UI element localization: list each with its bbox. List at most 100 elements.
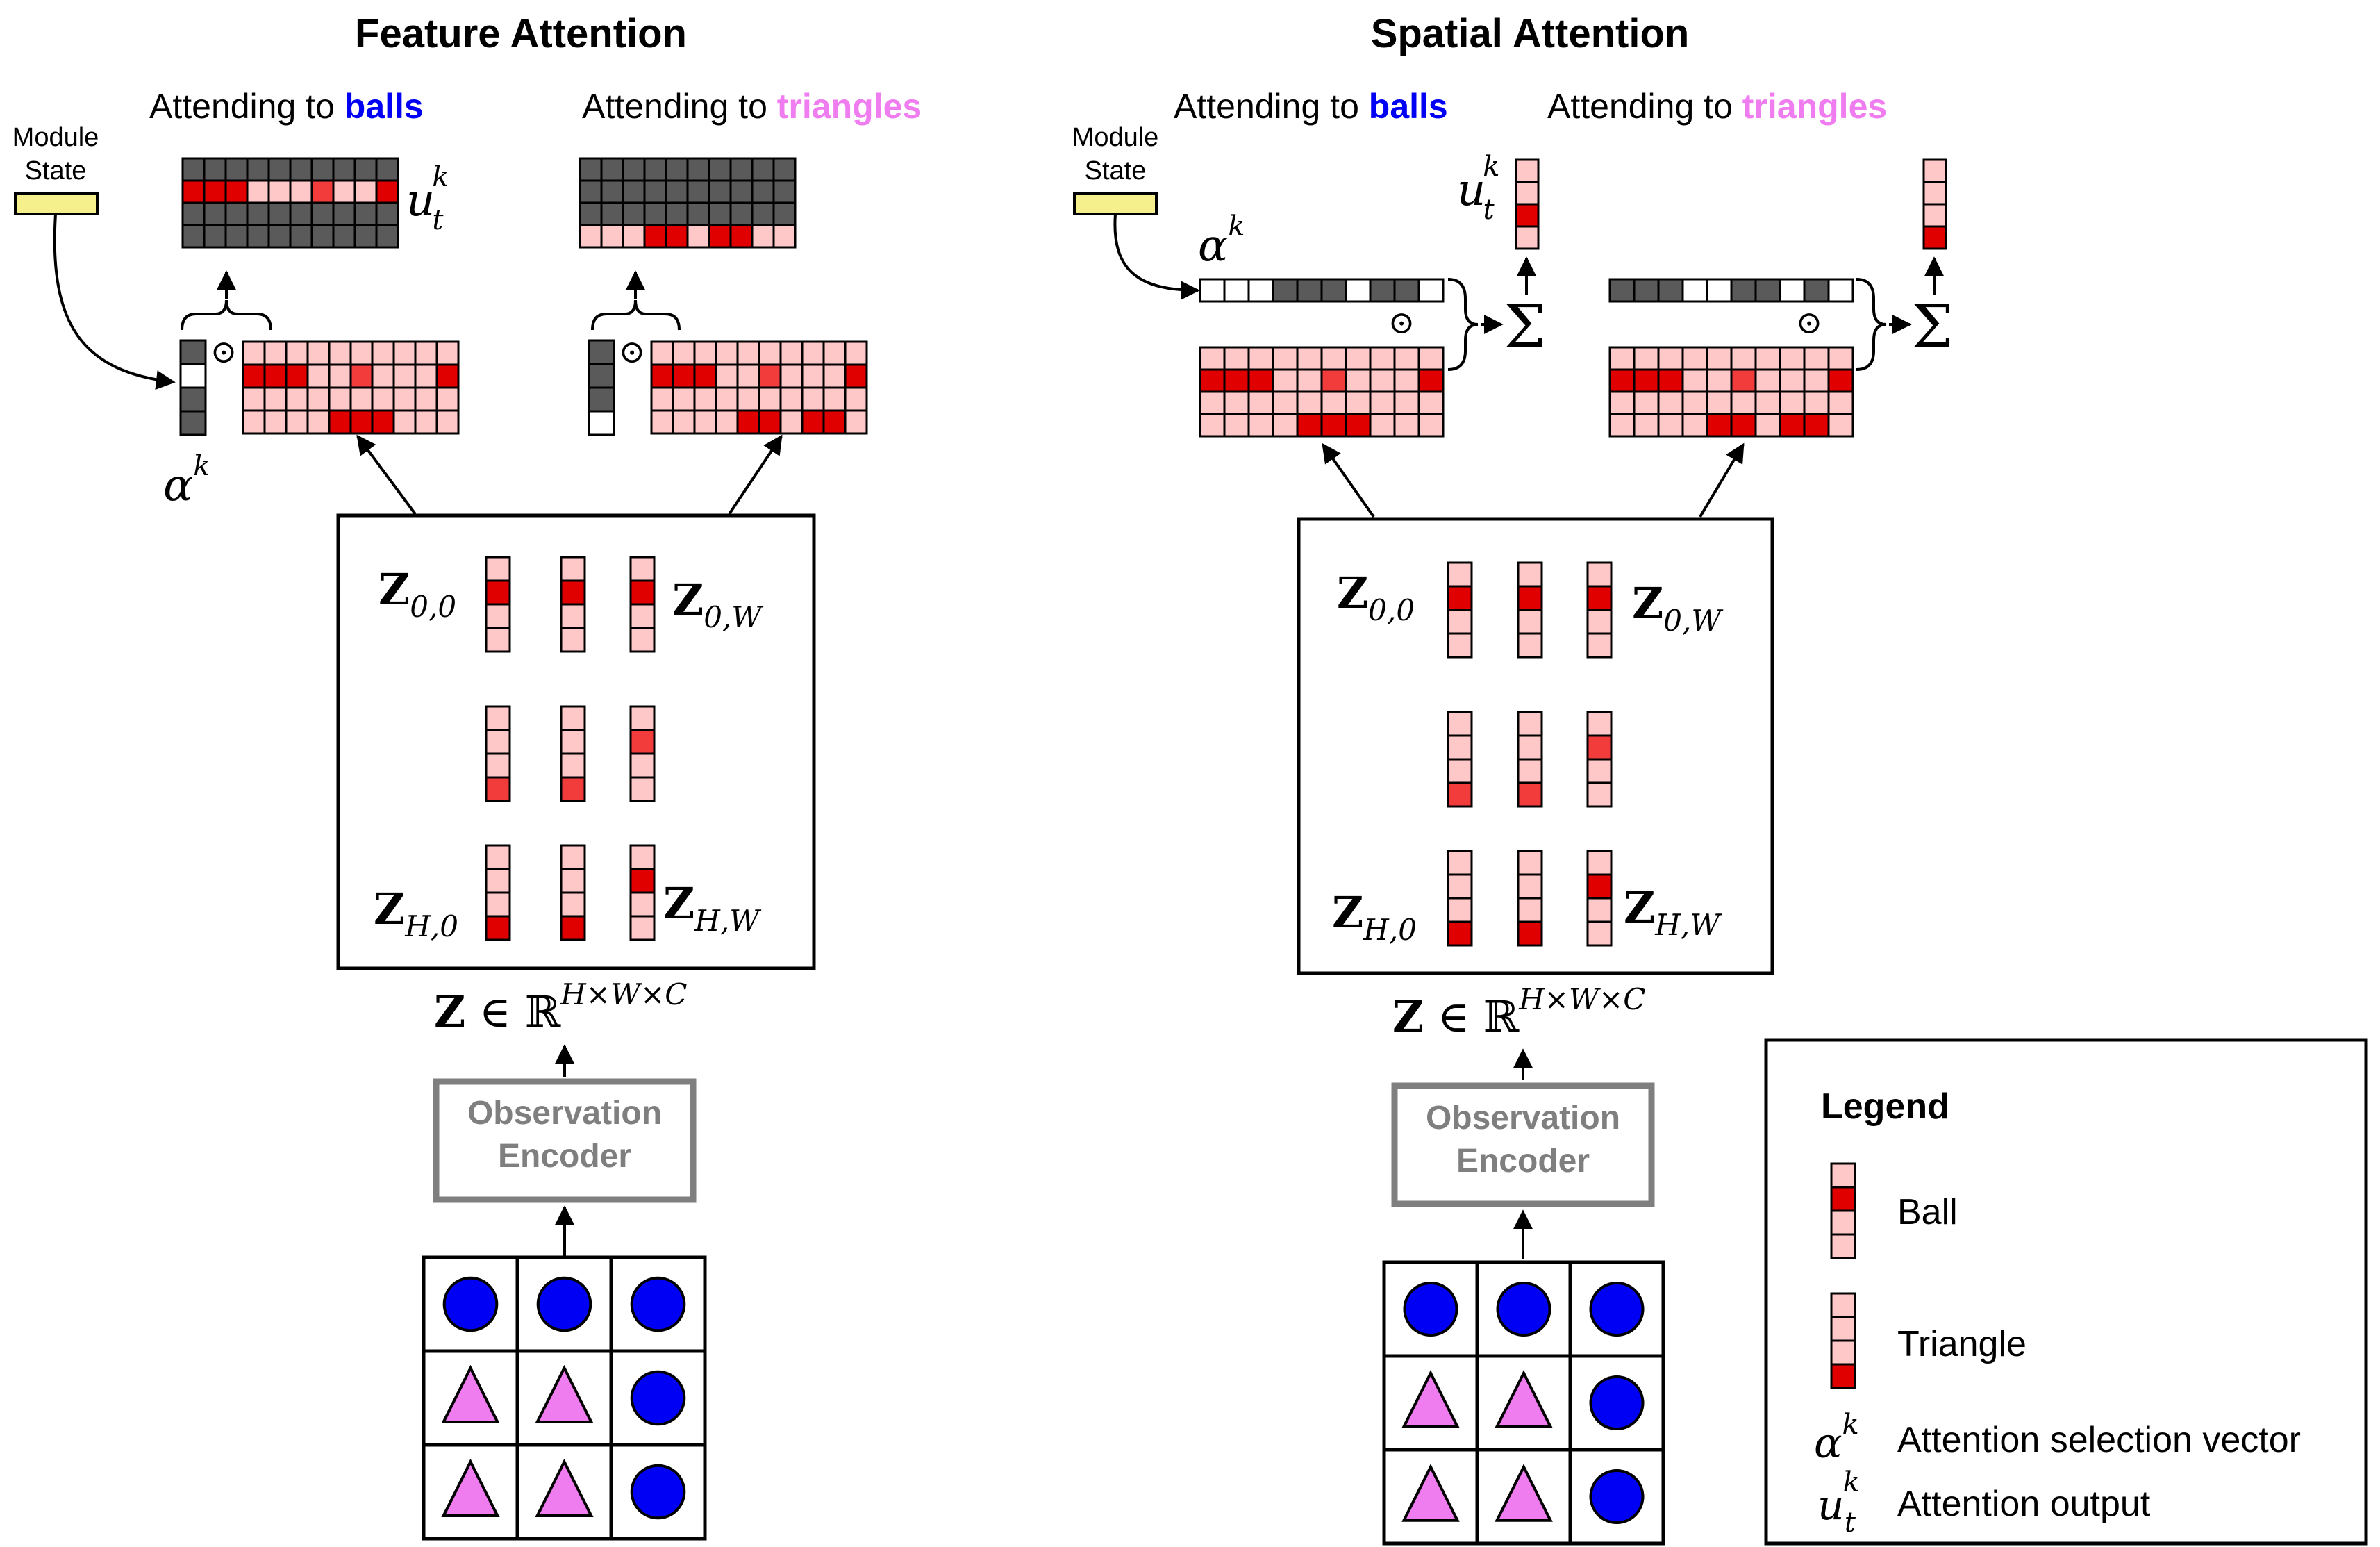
matrix-cell xyxy=(772,179,797,204)
vector-cell xyxy=(1830,1363,1856,1389)
matrix-cell xyxy=(672,409,696,435)
vector-cell xyxy=(560,627,586,653)
matrix-cell xyxy=(1803,390,1830,415)
vector-cell xyxy=(560,891,586,918)
panel-title: Feature Attention xyxy=(355,11,687,56)
matrix-cell xyxy=(181,201,206,226)
matrix-cell xyxy=(289,224,313,249)
vector-cell xyxy=(629,556,656,582)
matrix-cell xyxy=(1345,413,1372,438)
matrix-cell xyxy=(353,224,378,249)
matrix-cell xyxy=(353,179,378,204)
matrix-cell xyxy=(1754,278,1781,303)
module-state-box xyxy=(1073,192,1158,215)
vector-cell xyxy=(1586,561,1613,588)
matrix-cell xyxy=(579,201,603,226)
matrix-cell xyxy=(306,340,331,366)
matrix-cell xyxy=(1320,346,1347,371)
matrix-cell xyxy=(371,363,395,389)
legend-triangle-label: Triangle xyxy=(1897,1324,2027,1364)
matrix-cell xyxy=(822,340,847,366)
matrix-cell xyxy=(1393,278,1420,303)
odot-symbol: ⊙ xyxy=(619,333,646,370)
matrix-cell xyxy=(715,340,739,366)
observation-cell xyxy=(1568,1260,1665,1358)
odot-symbol: ⊙ xyxy=(210,333,238,370)
matrix-cell xyxy=(736,363,760,389)
matrix-cell xyxy=(1681,413,1708,438)
matrix-cell xyxy=(435,340,460,366)
vector-cell xyxy=(1830,1292,1856,1318)
matrix-cell xyxy=(844,386,868,412)
matrix-cell xyxy=(224,224,249,249)
matrix-cell xyxy=(1417,413,1445,438)
matrix-cell xyxy=(203,157,227,182)
triangle-shape xyxy=(535,1364,594,1424)
matrix-cell xyxy=(665,224,689,249)
matrix-cell xyxy=(1657,346,1684,371)
vector-cell xyxy=(1586,734,1613,761)
matrix-cell xyxy=(242,409,266,435)
vector-cell xyxy=(1517,711,1543,737)
matrix-cell xyxy=(435,386,460,412)
matrix-cell xyxy=(1369,346,1396,371)
matrix-cell xyxy=(392,363,417,389)
matrix-cell xyxy=(371,340,395,366)
matrix-cell xyxy=(203,201,227,226)
vector-cell xyxy=(1447,850,1473,876)
vector-cell xyxy=(1447,758,1473,784)
vector-cell xyxy=(1517,632,1543,659)
ball-shape xyxy=(630,1276,686,1332)
vector-cell xyxy=(179,410,207,436)
observation-encoder-box xyxy=(433,1078,697,1203)
vector-cell xyxy=(1447,897,1473,923)
brace xyxy=(1447,278,1479,371)
matrix-cell xyxy=(310,224,335,249)
matrix-cell xyxy=(1608,368,1636,393)
matrix-cell xyxy=(751,201,775,226)
legend-box xyxy=(1764,1038,2368,1546)
matrix-cell xyxy=(224,179,249,204)
vector-cell xyxy=(1447,632,1473,659)
vector-cell xyxy=(1922,225,1947,250)
matrix-cell xyxy=(349,409,374,435)
matrix-cell xyxy=(801,363,825,389)
matrix-cell xyxy=(1417,390,1445,415)
z0W-label: Z0,W xyxy=(672,574,764,634)
vector-cell xyxy=(588,339,615,365)
matrix-cell xyxy=(242,340,266,366)
matrix-cell xyxy=(758,363,782,389)
heading-attending-balls: Attending to balls xyxy=(1174,87,1448,126)
matrix-cell xyxy=(772,157,797,182)
vector-cell xyxy=(485,627,511,653)
vector-cell xyxy=(179,363,207,389)
vector-cell xyxy=(485,556,511,582)
matrix-cell xyxy=(1345,346,1372,371)
triangle-shape xyxy=(1401,1370,1460,1428)
matrix-cell xyxy=(1199,368,1226,393)
matrix-cell xyxy=(1754,390,1781,415)
legend-u-label: Attention output xyxy=(1897,1484,2151,1524)
matrix-cell xyxy=(1369,368,1396,393)
matrix-cell xyxy=(1827,390,1854,415)
matrix-cell xyxy=(1657,390,1684,415)
matrix-cell xyxy=(1247,390,1274,415)
matrix-cell xyxy=(224,201,249,226)
matrix-cell xyxy=(1681,278,1708,303)
legend-ball-vector xyxy=(1830,1162,1856,1259)
matrix-cell xyxy=(579,224,603,249)
matrix-cell xyxy=(1417,278,1445,303)
vector-cell xyxy=(1447,561,1473,588)
vector-cell xyxy=(629,776,656,802)
matrix-cell xyxy=(779,340,804,366)
vector-cell xyxy=(485,844,511,870)
vector-cell xyxy=(1517,734,1543,761)
matrix-cell xyxy=(643,157,667,182)
z-space-label: Z ∈ ℝH×W×C xyxy=(1392,982,1645,1042)
matrix-cell xyxy=(600,201,624,226)
matrix-cell xyxy=(332,224,356,249)
arrow xyxy=(1699,442,1745,518)
